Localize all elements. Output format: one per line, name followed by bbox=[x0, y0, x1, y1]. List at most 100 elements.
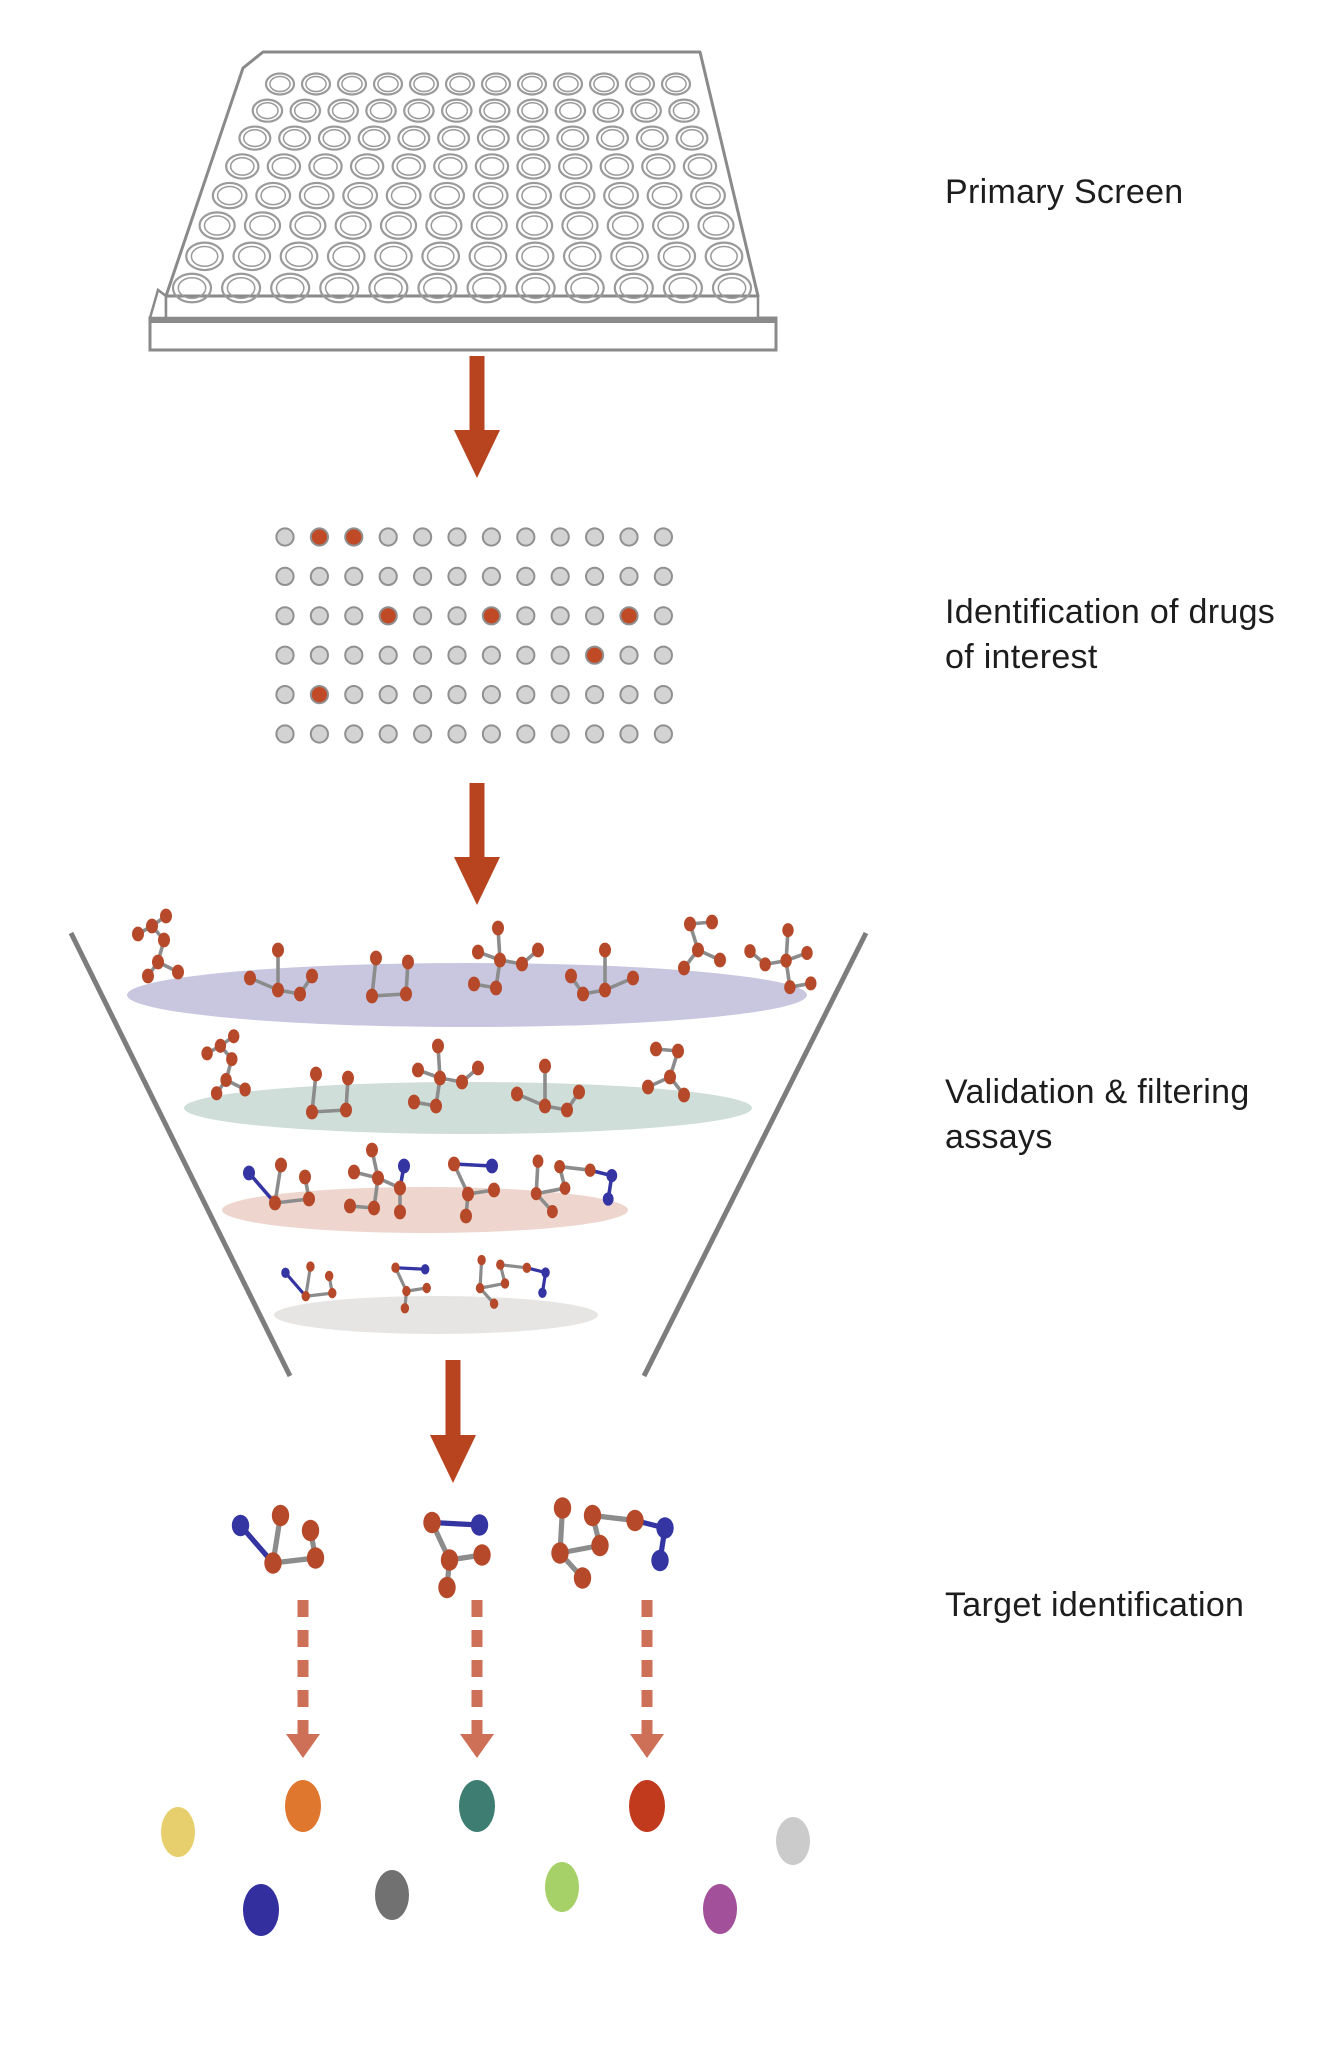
microplate-illustration bbox=[148, 50, 778, 352]
molecule-atom bbox=[530, 1186, 542, 1201]
well-outer-rim bbox=[238, 125, 272, 151]
molecule-atom bbox=[565, 968, 577, 984]
flow-arrow-3 bbox=[430, 1360, 476, 1483]
well-inner-rim bbox=[651, 185, 678, 206]
dashed-arrow-segment bbox=[297, 1630, 309, 1647]
well-dot bbox=[275, 724, 295, 744]
molecule-atom bbox=[539, 1058, 551, 1074]
molecule-atom bbox=[547, 1204, 558, 1219]
molecule-atom bbox=[472, 1060, 484, 1076]
well-dot bbox=[413, 685, 433, 705]
candidate-molecule bbox=[244, 942, 318, 1002]
well-dot bbox=[653, 566, 674, 587]
molecule-atom bbox=[275, 1157, 287, 1173]
molecule-atom bbox=[342, 1070, 354, 1086]
well-dot bbox=[516, 527, 536, 547]
molecule-atom bbox=[210, 1086, 223, 1101]
molecule-atom bbox=[394, 1180, 406, 1196]
well-dot bbox=[653, 724, 674, 744]
flow-arrow-1 bbox=[454, 356, 500, 478]
molecule-atom bbox=[511, 1086, 523, 1102]
molecule-atom bbox=[492, 920, 504, 936]
well-hit-dot bbox=[585, 645, 605, 665]
funnel-left-wall bbox=[68, 931, 293, 1378]
molecule-atom bbox=[714, 952, 726, 968]
molecule-atom bbox=[801, 945, 813, 961]
well-inner-rim bbox=[481, 129, 506, 148]
well-inner-rim bbox=[269, 75, 291, 93]
well-dot bbox=[275, 566, 295, 587]
target-circle-purple bbox=[703, 1884, 737, 1934]
target-circle-teal bbox=[459, 1780, 495, 1832]
well-inner-rim bbox=[672, 101, 696, 120]
well-inner-rim bbox=[313, 156, 338, 176]
molecule-atom bbox=[272, 982, 284, 998]
well-inner-rim bbox=[702, 215, 730, 236]
well-dot bbox=[516, 566, 536, 587]
lead-molecule bbox=[423, 1511, 491, 1599]
arrow-shaft bbox=[469, 783, 485, 859]
candidate-molecule bbox=[344, 1142, 410, 1220]
well-inner-rim bbox=[680, 129, 704, 148]
well-inner-rim bbox=[608, 185, 634, 206]
well-outer-rim bbox=[480, 72, 512, 96]
well-outer-rim bbox=[474, 153, 510, 180]
well-inner-rim bbox=[449, 75, 471, 93]
molecule-atom bbox=[201, 1046, 213, 1061]
well-inner-rim bbox=[521, 245, 550, 267]
candidate-molecule bbox=[448, 1156, 500, 1224]
well-inner-rim bbox=[568, 245, 597, 267]
molecule-bond-blue bbox=[452, 1162, 494, 1168]
well-outer-rim bbox=[470, 211, 508, 240]
well-inner-rim bbox=[640, 129, 665, 148]
molecule-atom-blue bbox=[398, 1158, 410, 1174]
well-dot bbox=[275, 606, 295, 626]
well-outer-rim bbox=[300, 72, 332, 96]
molecule-atom bbox=[489, 1298, 499, 1309]
well-outer-rim bbox=[515, 211, 554, 240]
well-outer-rim bbox=[516, 153, 551, 180]
well-outer-rim bbox=[516, 125, 550, 151]
funnel-layer-ellipse bbox=[184, 1082, 752, 1134]
well-outer-rim bbox=[289, 211, 327, 240]
molecule-atom bbox=[142, 968, 154, 984]
well-outer-rim bbox=[327, 98, 359, 123]
molecule-atom bbox=[160, 908, 172, 924]
molecule-atom-blue bbox=[541, 1267, 550, 1278]
well-outer-rim bbox=[308, 153, 343, 180]
well-dot bbox=[309, 566, 329, 587]
well-inner-rim bbox=[710, 245, 738, 267]
molecule-atom bbox=[642, 1079, 654, 1095]
molecule-atom bbox=[678, 960, 690, 976]
molecule-atom bbox=[422, 1282, 431, 1294]
well-inner-rim bbox=[242, 129, 267, 148]
molecule-atom bbox=[462, 1186, 474, 1202]
well-dot bbox=[516, 645, 536, 665]
well-outer-rim bbox=[336, 72, 368, 96]
well-inner-rim bbox=[271, 156, 297, 176]
well-dot bbox=[275, 685, 295, 705]
funnel-layer-2 bbox=[184, 1029, 752, 1134]
well-outer-rim bbox=[651, 211, 690, 240]
well-outer-rim bbox=[562, 241, 602, 272]
well-dot bbox=[309, 724, 329, 744]
well-inner-rim bbox=[717, 276, 747, 300]
well-dot bbox=[309, 645, 329, 665]
well-outer-rim bbox=[599, 153, 635, 180]
candidate-molecule bbox=[565, 942, 639, 1002]
molecule-atom bbox=[475, 1282, 485, 1294]
molecule-atom bbox=[299, 1169, 311, 1185]
well-outer-rim bbox=[397, 125, 431, 151]
well-outer-rim bbox=[317, 125, 351, 151]
dashed-arrow-segment bbox=[297, 1600, 309, 1617]
dashed-arrow-segment bbox=[641, 1630, 653, 1647]
well-outer-rim bbox=[613, 272, 654, 304]
target-circle-green bbox=[545, 1862, 579, 1912]
well-inner-rim bbox=[668, 276, 698, 300]
well-outer-rim bbox=[630, 98, 662, 123]
molecule-atom bbox=[516, 956, 528, 972]
well-dot bbox=[413, 566, 433, 587]
well-outer-rim bbox=[372, 72, 404, 96]
molecule-atom bbox=[488, 1182, 500, 1198]
